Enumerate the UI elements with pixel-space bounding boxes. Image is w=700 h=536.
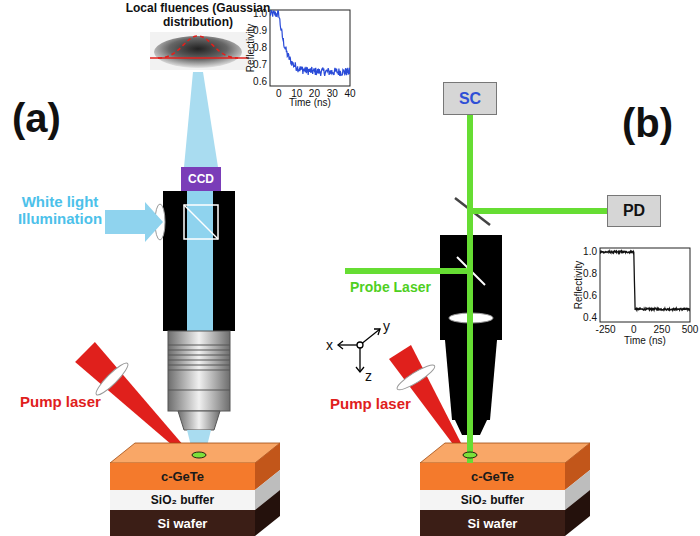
microscope-tube — [163, 191, 235, 331]
axis-letter: z — [365, 368, 372, 384]
buffer-layer: SiO₂ buffer — [420, 490, 565, 510]
node-text: SC — [459, 90, 481, 108]
tick-label: 0 — [631, 324, 637, 336]
inset-plot-frame — [270, 10, 350, 86]
axis-title: Reflectivity — [245, 24, 257, 72]
reflectivity-trace — [600, 251, 690, 310]
spectrometer-box: SC — [443, 82, 497, 115]
axis-title: Time (ns) — [624, 335, 666, 347]
node-text: SiO₂ buffer — [151, 493, 214, 507]
substrate-layer: Si wafer — [420, 510, 565, 536]
axis-letter: y — [383, 318, 390, 334]
reflectivity-curve — [600, 251, 690, 310]
tick-label: 250 — [654, 324, 671, 336]
beam-spot-image — [154, 36, 242, 68]
node-text: Si wafer — [468, 516, 518, 531]
photodiode-box: PD — [607, 195, 661, 227]
beam-splitter — [184, 205, 218, 239]
coordinate-axes — [338, 329, 380, 372]
laser-label: Probe Laser — [350, 279, 431, 295]
laser-spot — [463, 452, 477, 458]
laser-label: Pump laser — [20, 393, 101, 410]
sample-top-face — [420, 443, 590, 463]
panel-label: (b) — [622, 100, 673, 146]
microscope-tube — [445, 340, 497, 420]
objective-lens — [168, 331, 230, 411]
tick-label: 1.0 — [583, 246, 597, 258]
tick-label: 0 — [276, 88, 282, 100]
tick-label: 0.8 — [583, 268, 597, 280]
probe-beam — [345, 268, 471, 274]
node-text: SiO₂ buffer — [461, 493, 524, 507]
sample-top-face — [110, 443, 280, 463]
beam-splitter — [457, 257, 485, 285]
gaussian-profile — [158, 36, 238, 58]
reflectivity-curve — [270, 10, 350, 76]
objective-ridges — [168, 345, 230, 390]
laser-label: Pump laser — [330, 395, 411, 412]
node-text: c-GeTe — [471, 469, 514, 484]
film-layer: c-GeTe — [420, 463, 565, 490]
imaging-light — [184, 72, 218, 167]
camera-box: CCD — [181, 167, 221, 191]
substrate-layer: Si wafer — [110, 510, 255, 536]
node-text: PD — [623, 202, 645, 220]
beam-splitter-plane — [184, 205, 218, 239]
profile-line — [150, 57, 248, 58]
sample-side-face — [255, 490, 280, 536]
lens — [395, 362, 438, 394]
node-text: c-GeTe — [161, 469, 204, 484]
axis-title: Time (ns) — [289, 97, 331, 109]
panel-label: (a) — [12, 95, 61, 141]
tick-label: 500 — [682, 324, 699, 336]
white-light-arrow — [105, 202, 163, 242]
tick-label: 40 — [344, 88, 355, 100]
film-layer: c-GeTe — [110, 463, 255, 490]
laser-spot — [192, 452, 206, 458]
node-text: CCD — [188, 172, 214, 186]
reflectivity-trace — [270, 10, 350, 76]
light-source-label: White light Illumination — [12, 193, 108, 228]
buffer-layer: SiO₂ buffer — [110, 490, 255, 510]
inset-plot-frame — [600, 248, 690, 322]
tick-label: 1.0 — [253, 8, 267, 20]
probe-beam — [467, 115, 473, 463]
lens — [93, 360, 131, 398]
tick-label: -250 — [596, 324, 616, 336]
probe-beam — [470, 208, 607, 214]
tick-label: 0.6 — [253, 76, 267, 88]
objective-tip — [178, 411, 220, 430]
microscope-tube — [440, 235, 502, 340]
ccd-image — [150, 32, 248, 70]
tick-label: 0.4 — [583, 312, 597, 324]
lens — [449, 313, 493, 323]
objective-tip — [455, 420, 487, 435]
node-text: Si wafer — [158, 516, 208, 531]
tick-label: 0.6 — [583, 290, 597, 302]
axis-title: Reflectivity — [573, 261, 585, 309]
sample-side-face — [565, 490, 590, 536]
axis-letter: x — [326, 337, 333, 353]
